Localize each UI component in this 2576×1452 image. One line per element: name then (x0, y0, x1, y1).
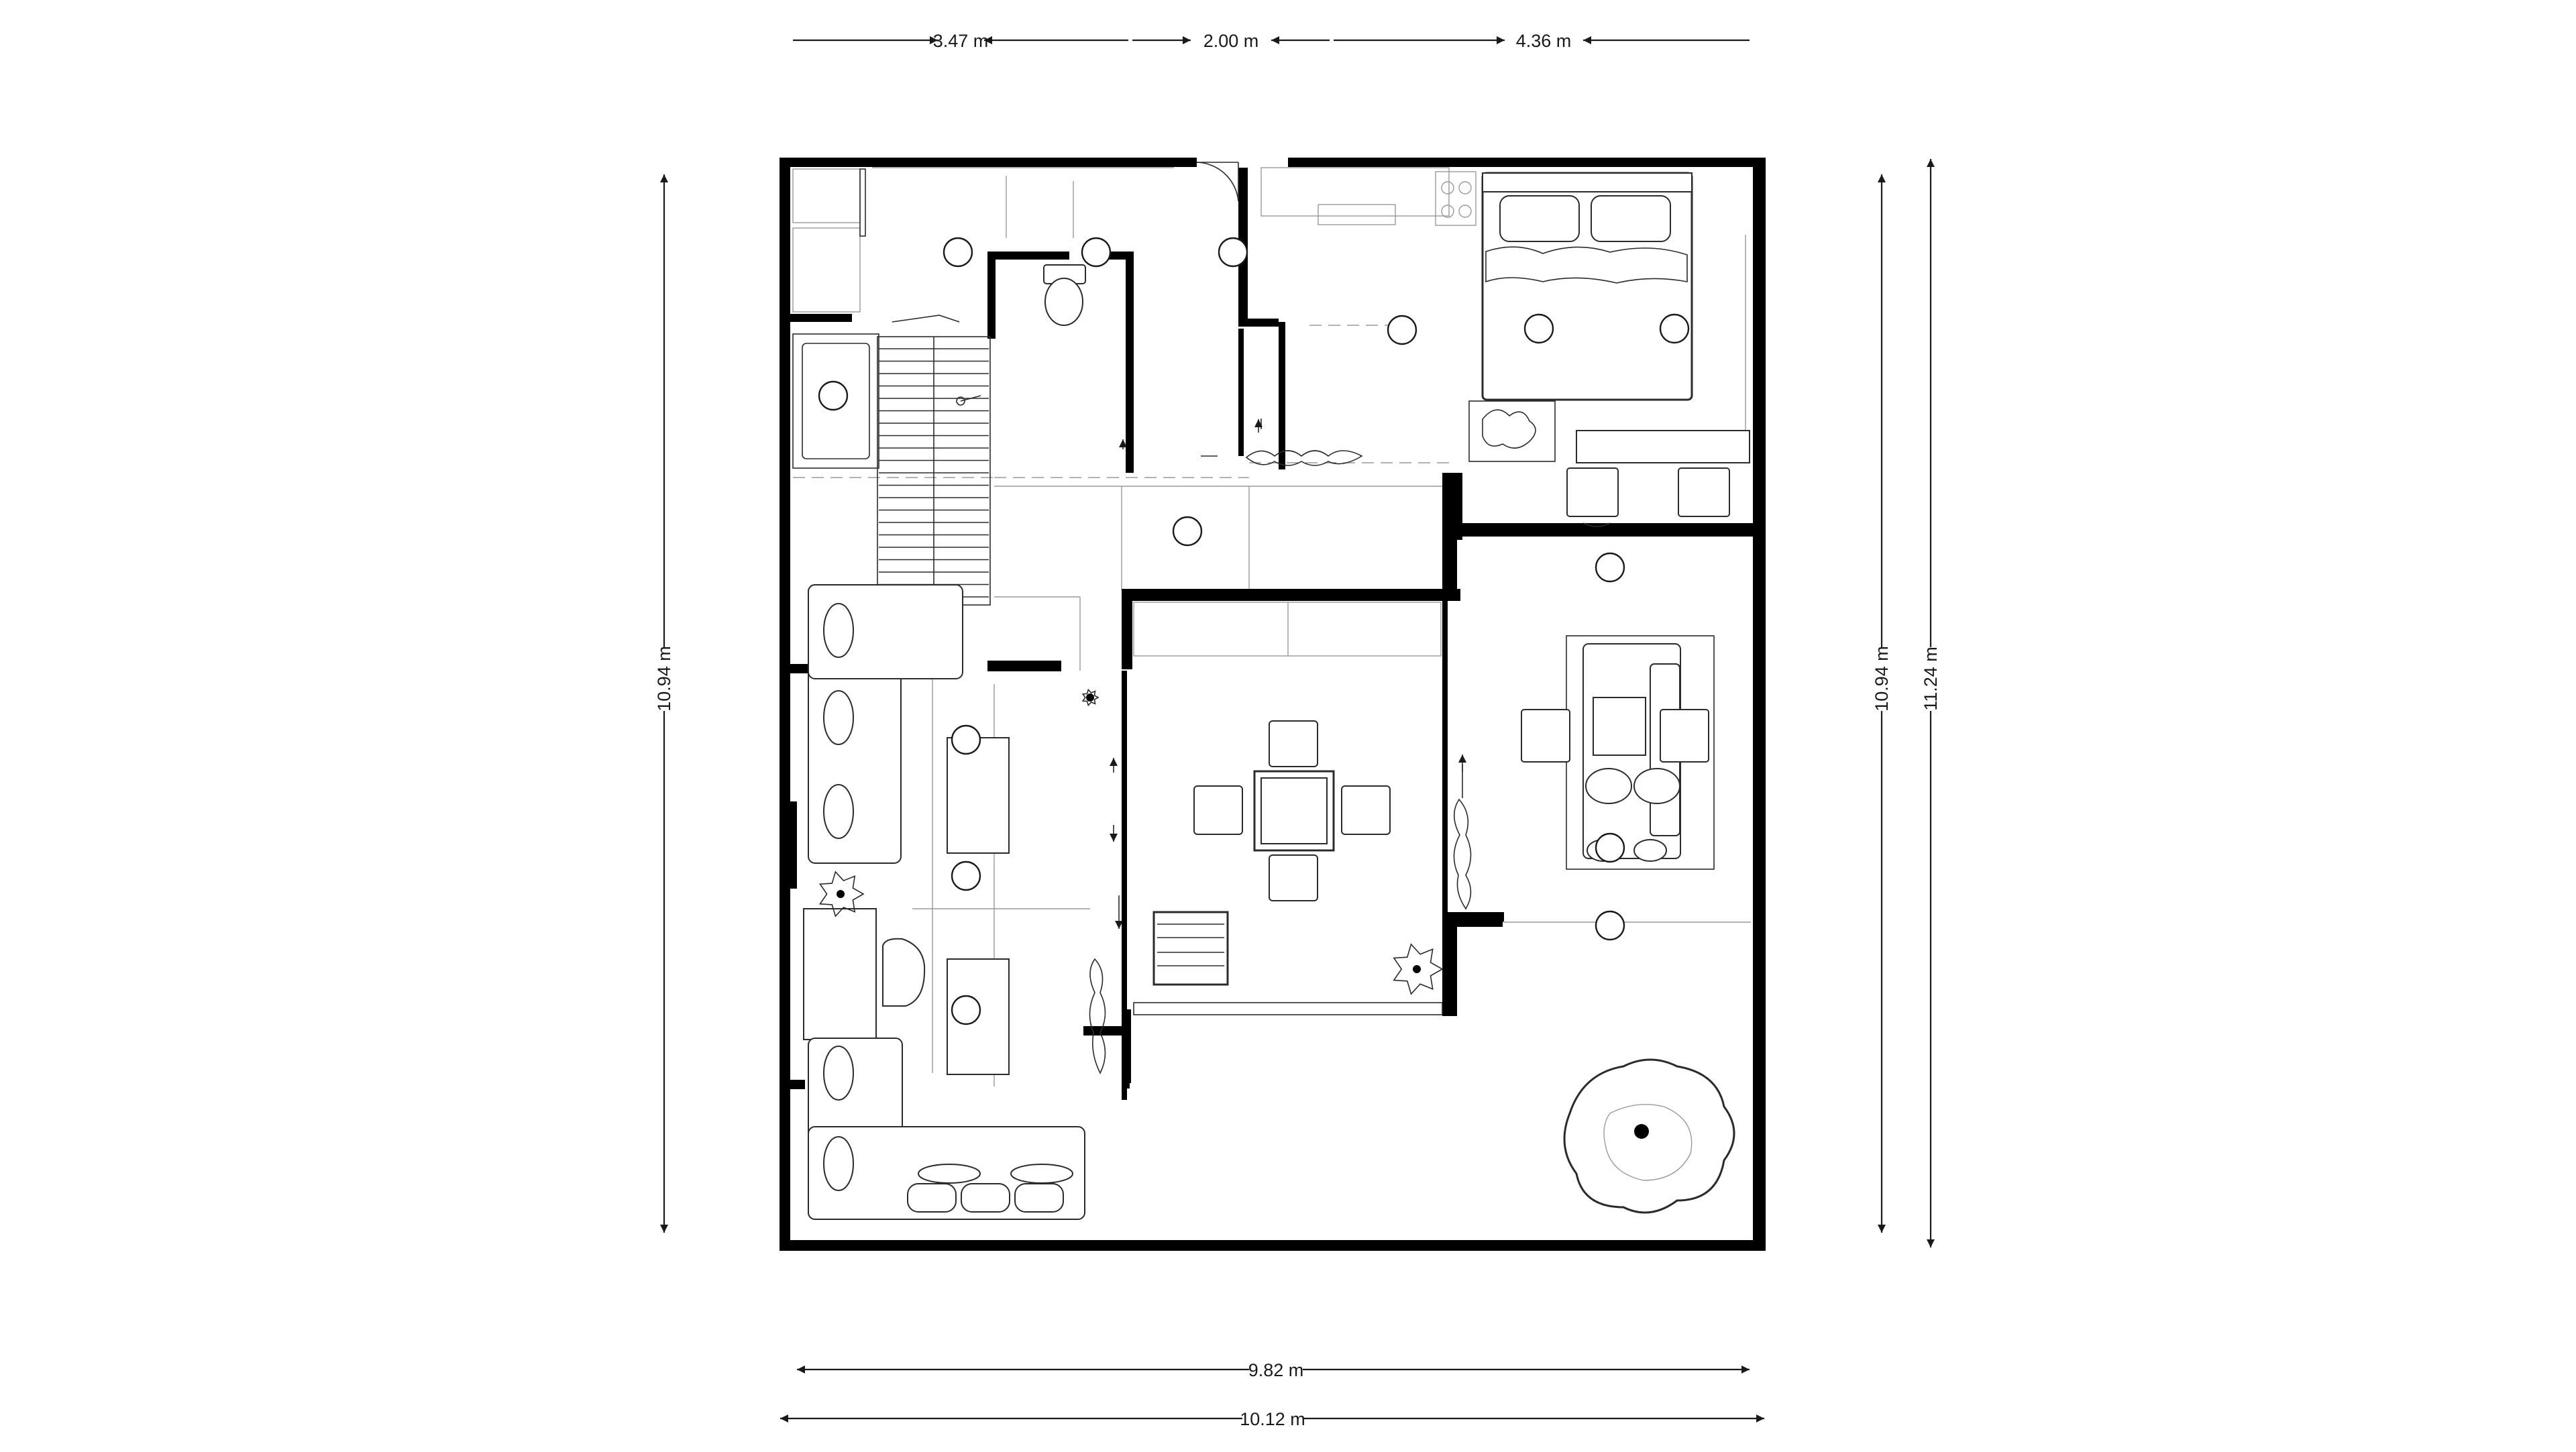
dimension-label-bottom-inner: 9.82 m (1248, 1360, 1304, 1380)
coffee-table-upper (947, 737, 1010, 854)
dimension-label-left: 10.94 m (654, 646, 674, 712)
ceiling-light-icon (951, 995, 981, 1025)
ceiling-light-icon (1523, 313, 1554, 344)
tap-icon (956, 395, 981, 406)
plant-icon (1081, 688, 1099, 707)
plant-icon (1393, 943, 1444, 995)
ceiling-light-icon (943, 237, 973, 268)
sofa-left-lower[interactable] (808, 1038, 1085, 1220)
ceiling-light-icon (818, 380, 849, 411)
dining-room (1133, 602, 1443, 1015)
dimension-top-1: 3.47 m (793, 31, 1128, 51)
dimension-label-right-outer: 11.24 m (1921, 647, 1941, 711)
dimension-label-top-2: 2.00 m (1203, 31, 1259, 51)
dimension-label-top-3: 4.36 m (1516, 31, 1572, 51)
large-rug (1563, 1058, 1735, 1214)
sofa-left-upper[interactable] (808, 584, 963, 864)
arrow-icon (1110, 419, 1466, 929)
dimension-label-right-inner: 10.94 m (1872, 646, 1892, 712)
dimension-left: 10.94 m (654, 174, 674, 1233)
ceiling-light-icon (1172, 516, 1203, 547)
ceiling-light-icon (1218, 237, 1248, 268)
ceiling-light-icon (1595, 552, 1625, 583)
ceiling-light-icon (1659, 313, 1690, 344)
dimension-label-bottom-outer: 10.12 m (1240, 1409, 1305, 1429)
plant-strip-right (1453, 765, 1472, 910)
ceiling-lights-group (818, 237, 1690, 1025)
dimension-top-3: 4.36 m (1334, 31, 1750, 51)
kitchen-counter (1260, 167, 1477, 226)
ceiling-light-icon (1595, 832, 1625, 863)
toilet (1043, 264, 1086, 326)
entrance-door[interactable] (1196, 162, 1239, 202)
desk-left[interactable] (803, 908, 926, 1040)
rug-small (1468, 400, 1556, 462)
dimension-bottom-outer: 10.12 m (780, 1409, 1764, 1429)
plants-group (818, 688, 1649, 1139)
ceiling-light-icon (1595, 910, 1625, 941)
plant-strip-left (1089, 958, 1106, 1074)
dimension-bottom-inner: 9.82 m (797, 1360, 1750, 1380)
rug-center-dot (1634, 1124, 1649, 1139)
walls (780, 158, 1766, 1251)
ceiling-light-icon (1387, 315, 1417, 345)
dining-table[interactable] (1193, 720, 1391, 901)
plant-icon (818, 871, 865, 917)
staircase (877, 336, 991, 606)
desk-right (1566, 430, 1750, 527)
dimension-right-outer: 11.24 m (1921, 159, 1941, 1247)
dimension-top-2: 2.00 m (1132, 31, 1330, 51)
ceiling-light-icon (951, 860, 981, 891)
ceiling-light-icon (1081, 237, 1112, 268)
dimension-label-top-1: 3.47 m (933, 31, 989, 51)
dining-side-cabinet (1152, 911, 1229, 986)
ceiling-light-icon (951, 724, 981, 755)
utility-room (792, 168, 981, 469)
dimension-right-inner: 10.94 m (1872, 174, 1892, 1233)
double-bed[interactable] (1481, 172, 1693, 401)
lounge-sofa[interactable] (1521, 643, 1709, 862)
